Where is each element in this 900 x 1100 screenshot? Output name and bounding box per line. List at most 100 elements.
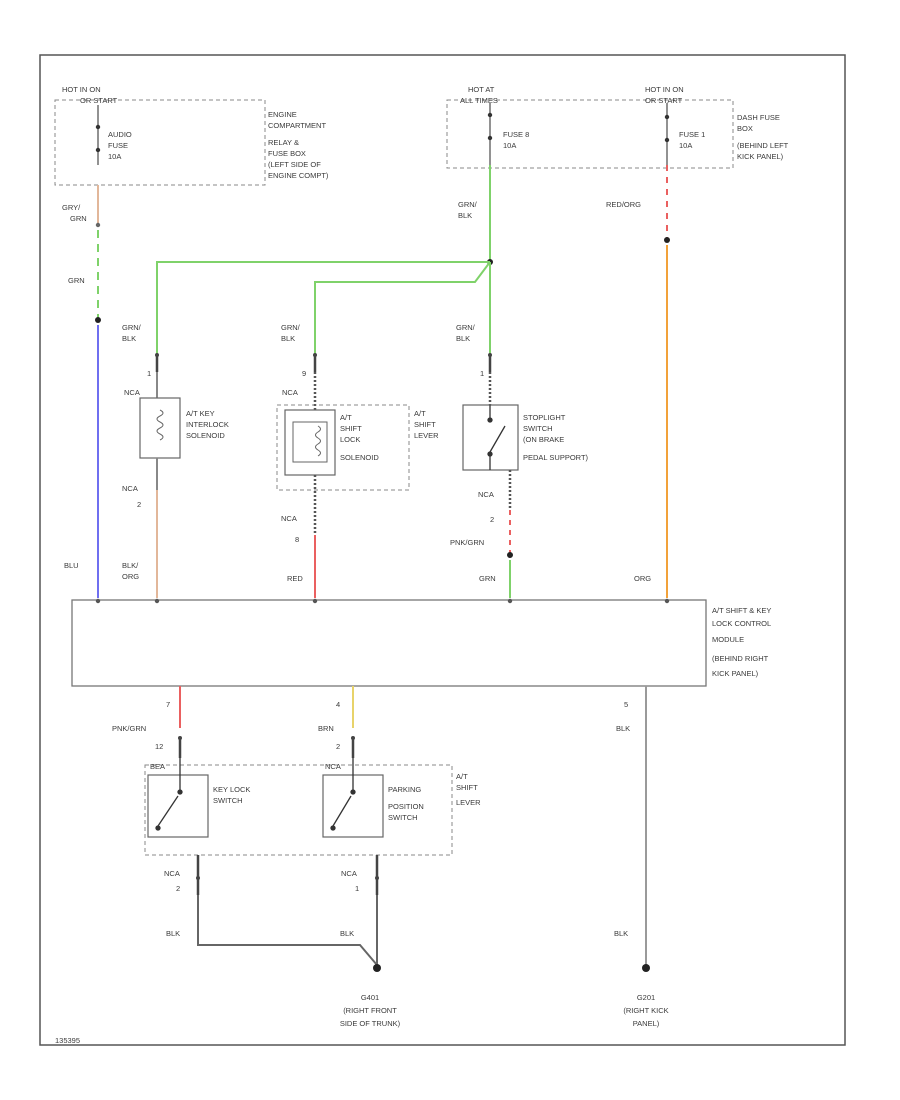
shift-lock-label: SOLENOID	[340, 453, 379, 462]
key-lock-switch-label: KEY LOCK	[213, 785, 250, 794]
parking-switch-label: SWITCH	[388, 813, 418, 822]
engine-box-label-3: RELAY &	[268, 138, 299, 147]
interlock-label: SOLENOID	[186, 431, 225, 440]
shift-lock-label: SHIFT	[340, 424, 362, 433]
connector-dot	[178, 736, 182, 740]
shift-lever-bottom-box	[144, 764, 453, 856]
engine-box-label-2: COMPARTMENT	[268, 121, 326, 130]
pin-number: 4	[336, 700, 340, 709]
wire-label: BLU	[64, 561, 79, 570]
ground-label: (RIGHT KICK	[623, 1006, 668, 1015]
wire-grn-to-shiftlock	[314, 261, 491, 355]
shift-lever-label: LEVER	[414, 431, 439, 440]
pin-number: 5	[624, 700, 628, 709]
connector-stubs-bottom	[196, 855, 379, 895]
wire-label: PNK/GRN	[112, 724, 146, 733]
svg-text:10A: 10A	[503, 141, 516, 150]
wire-label: BLK	[458, 211, 472, 220]
wire-label: GRN/	[456, 323, 476, 332]
pin-number: 1	[355, 884, 359, 893]
wire-label: BLK	[340, 929, 354, 938]
connector-dot	[196, 876, 200, 880]
wire-label: GRN	[70, 214, 87, 223]
power-label-right-1: HOT IN ON	[645, 85, 684, 94]
wire-label: BLK	[281, 334, 295, 343]
power-label-left-1: HOT IN ON	[62, 85, 101, 94]
switch-icon	[330, 758, 356, 831]
engine-box-label-5: (LEFT SIDE OF	[268, 160, 321, 169]
pin-number: 1	[147, 369, 151, 378]
connector-code: NCA	[341, 869, 357, 878]
fuse-8: FUSE 8 10A	[487, 103, 529, 165]
pin-number: 12	[155, 742, 163, 751]
svg-text:10A: 10A	[108, 152, 121, 161]
shift-lock-label: LOCK	[340, 435, 360, 444]
wire-label: BLK/	[122, 561, 139, 570]
stoplight-label: PEDAL SUPPORT)	[523, 453, 589, 462]
wire-label: GRY/	[62, 203, 81, 212]
shift-lever-label: SHIFT	[414, 420, 436, 429]
key-lock-switch-label: SWITCH	[213, 796, 243, 805]
stoplight-label: SWITCH	[523, 424, 553, 433]
connector-dot	[351, 736, 355, 740]
svg-text:AUDIO: AUDIO	[108, 130, 132, 139]
wire-label: BLK	[616, 724, 630, 733]
wire-label: GRN	[479, 574, 496, 583]
footer-code: 135395	[55, 1036, 80, 1045]
shift-lever-bottom-label: LEVER	[456, 798, 481, 807]
solenoid-coil-icon	[315, 425, 321, 457]
connector-code: NCA	[164, 869, 180, 878]
module-label: LOCK CONTROL	[712, 619, 771, 628]
interlock-label: INTERLOCK	[186, 420, 229, 429]
connector-dot	[313, 353, 317, 357]
switch-icon	[487, 405, 506, 470]
ground-g201-icon	[642, 964, 650, 972]
dash-box-label-2: BOX	[737, 124, 753, 133]
wire-label: BRN	[318, 724, 334, 733]
connector-dot	[95, 222, 101, 228]
shift-lever-label: A/T	[414, 409, 426, 418]
audio-fuse: AUDIO FUSE 10A	[95, 105, 132, 165]
pin-number: 2	[490, 515, 494, 524]
connector-stubs	[155, 355, 492, 372]
svg-text:FUSE 1: FUSE 1	[679, 130, 705, 139]
solenoid-coil-icon	[156, 409, 164, 441]
wire-grn-to-interlock	[156, 261, 490, 355]
interlock-solenoid	[139, 397, 181, 459]
wire-label: RED	[287, 574, 303, 583]
pin-number: 2	[176, 884, 180, 893]
module-label: KICK PANEL)	[712, 669, 759, 678]
diagram-border	[39, 54, 846, 1046]
ground-g401-icon	[373, 964, 381, 972]
engine-box-label-6: ENGINE COMPT)	[268, 171, 329, 180]
shift-lever-bottom-label: SHIFT	[456, 783, 478, 792]
wire-label: BLK	[456, 334, 470, 343]
dash-box-label-1: DASH FUSE	[737, 113, 780, 122]
dash-box-label-3: (BEHIND LEFT	[737, 141, 789, 150]
pin-number: 2	[336, 742, 340, 751]
module-label: A/T SHIFT & KEY	[712, 606, 771, 615]
connector-code: NCA	[478, 490, 494, 499]
ground-label: G401	[361, 993, 379, 1002]
module-label: MODULE	[712, 635, 744, 644]
connector-code: NCA	[281, 514, 297, 523]
shift-lock-label: A/T	[340, 413, 352, 422]
module-label: (BEHIND RIGHT	[712, 654, 769, 663]
shift-key-lock-module	[71, 599, 707, 687]
connector-code: NCA	[282, 388, 298, 397]
wire-label: GRN/	[458, 200, 478, 209]
wire-label: BLK	[122, 334, 136, 343]
connector-code: NCA	[122, 484, 138, 493]
engine-box-label-1: ENGINE	[268, 110, 297, 119]
shift-lever-top-box	[276, 404, 410, 491]
stoplight-label: STOPLIGHT	[523, 413, 566, 422]
ground-label: G201	[637, 993, 655, 1002]
wire-label: PNK/GRN	[450, 538, 484, 547]
power-label-mid-1: HOT AT	[468, 85, 495, 94]
parking-switch-label: PARKING	[388, 785, 421, 794]
wire-label: ORG	[634, 574, 651, 583]
ground-label: SIDE OF TRUNK)	[340, 1019, 401, 1028]
connector-dot	[488, 353, 492, 357]
fuse-1: FUSE 1 10A	[664, 103, 705, 165]
